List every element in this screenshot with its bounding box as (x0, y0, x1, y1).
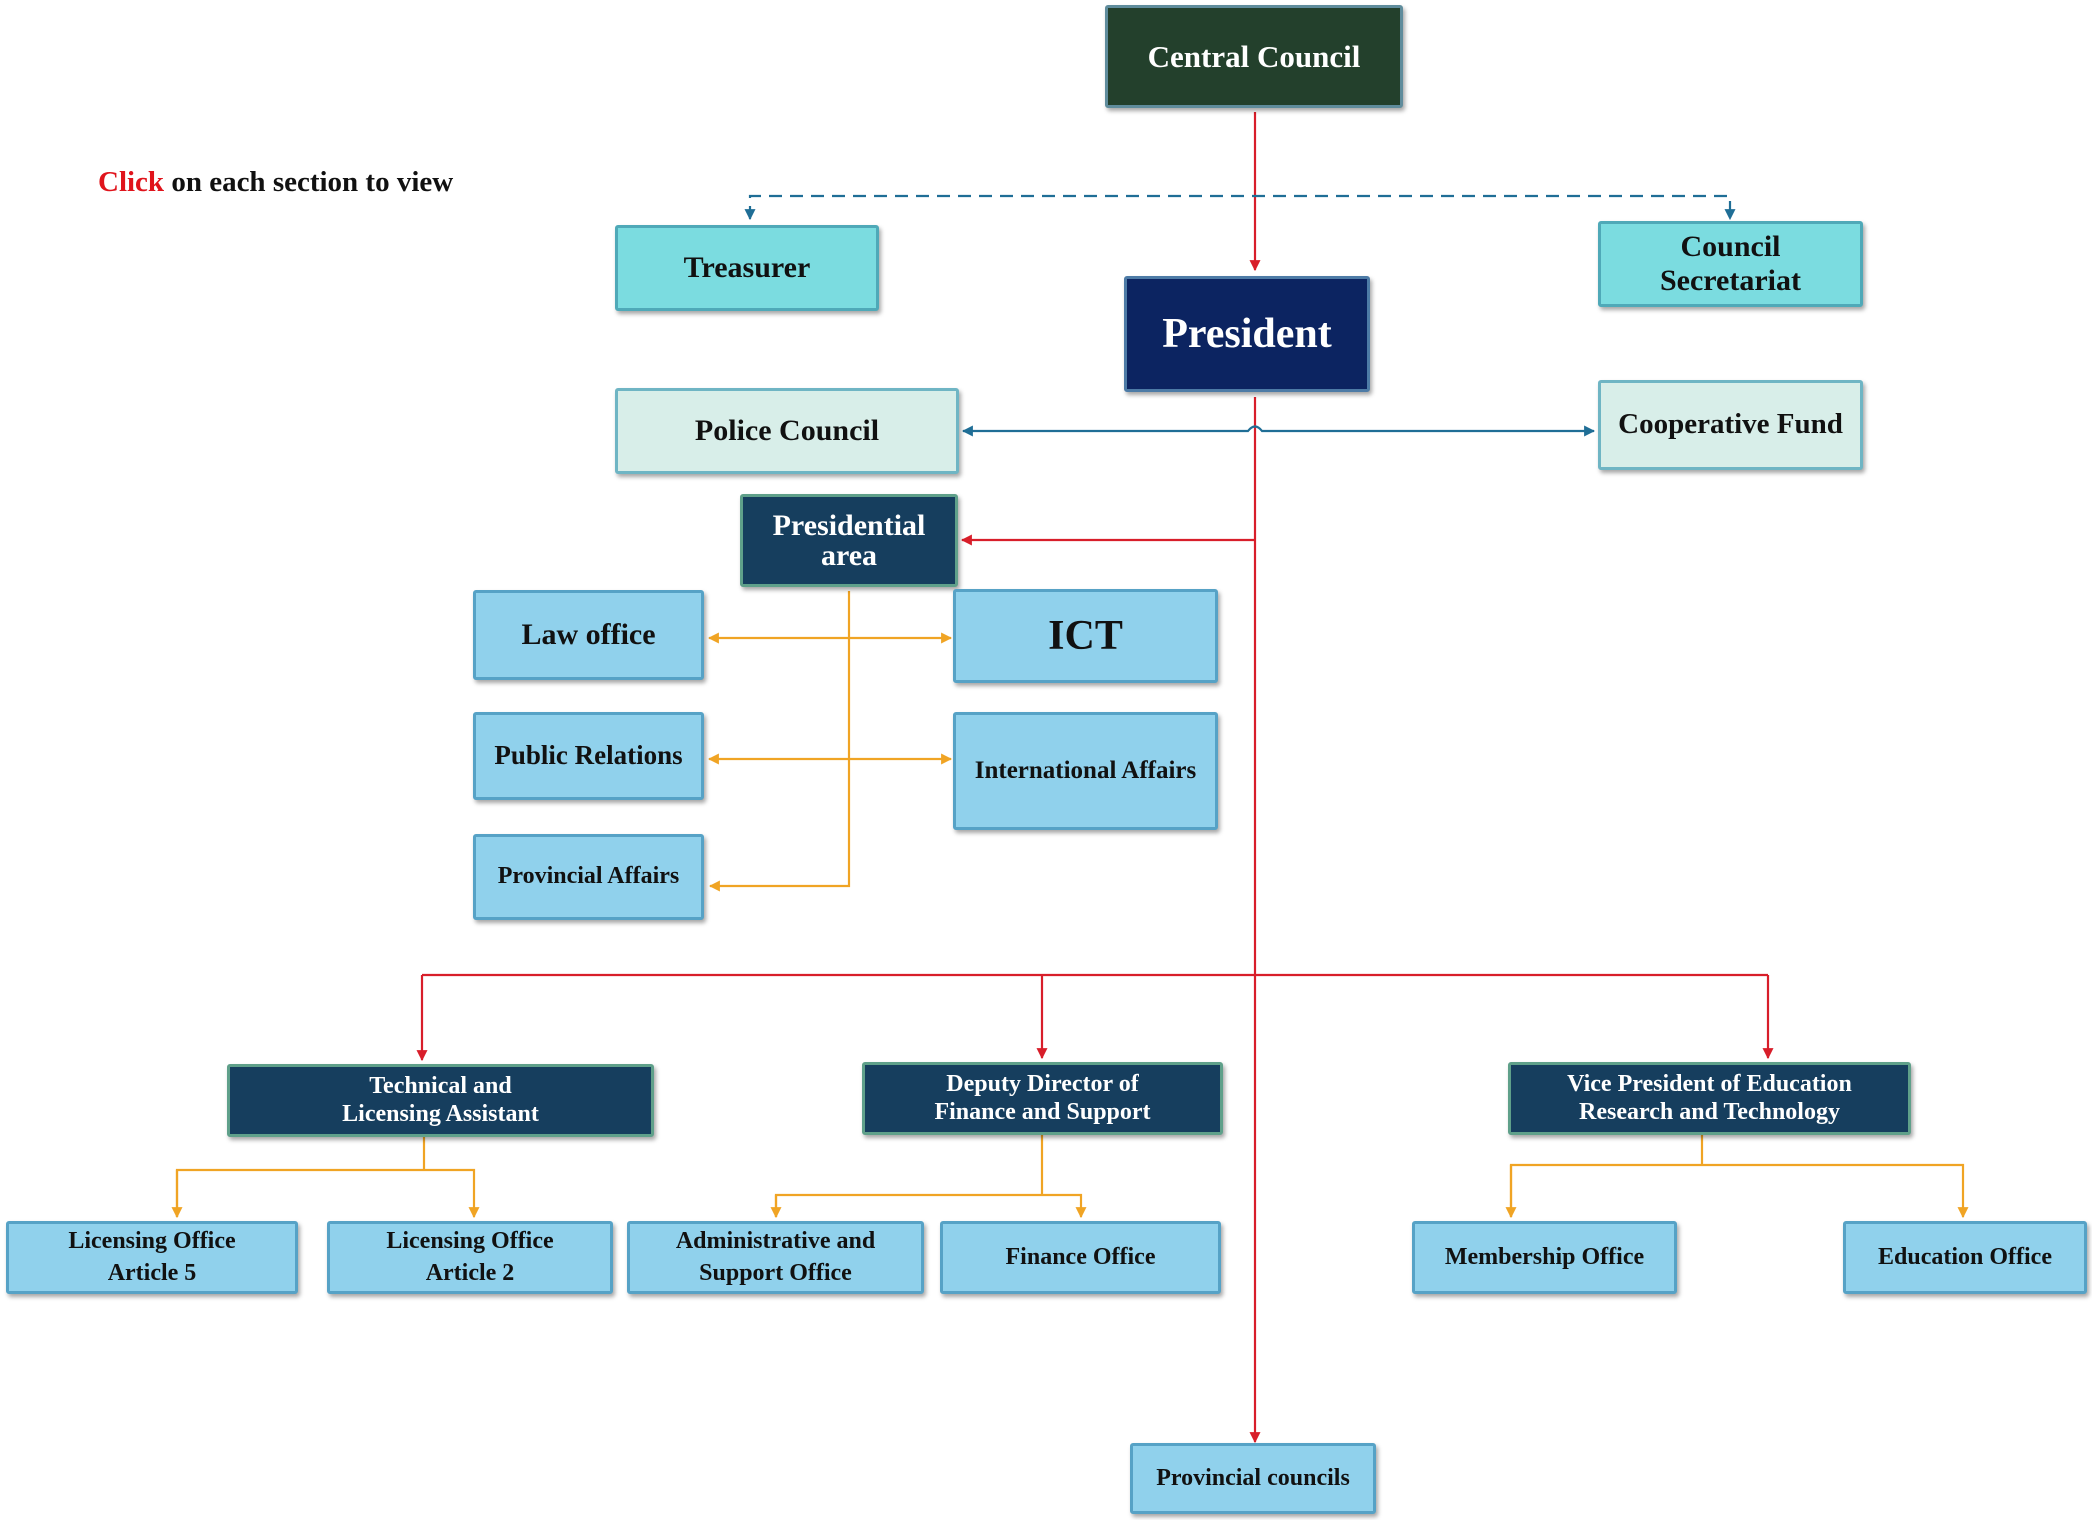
technical-licensing-assistant-box[interactable]: Technical and Licensing Assistant (227, 1064, 654, 1137)
line-vp-children (1509, 1135, 1963, 1217)
law-office-label: Law office (521, 617, 656, 651)
presidential-area-label-line1: Presidential (772, 508, 926, 542)
international-affairs-box[interactable]: International Affairs (953, 712, 1218, 830)
public-relations-box[interactable]: Public Relations (473, 712, 704, 800)
ict-label: ICT (1048, 612, 1123, 659)
licensing-office-article-5-label-line1: Licensing Office (68, 1228, 236, 1255)
instruction-rest: on each section to view (164, 166, 454, 198)
central-council-box[interactable]: Central Council (1105, 5, 1403, 108)
council-secretariat-label-line2: Secretariat (1659, 264, 1802, 297)
administrative-support-office-label-line2: Support Office (699, 1259, 852, 1286)
provincial-affairs-box[interactable]: Provincial Affairs (473, 834, 704, 920)
licensing-office-article-2-label-line1: Licensing Office (386, 1228, 554, 1255)
presidential-area-box[interactable]: Presidential area (740, 494, 958, 587)
line-police-cooperative (961, 425, 1596, 437)
cooperative-fund-box[interactable]: Cooperative Fund (1598, 380, 1863, 470)
police-council-box[interactable]: Police Council (615, 388, 959, 474)
finance-office-label: Finance Office (1005, 1243, 1156, 1270)
provincial-councils-box[interactable]: Provincial councils (1130, 1443, 1376, 1514)
membership-office-label: Membership Office (1444, 1243, 1645, 1270)
instruction-text: Click on each section to view (98, 166, 453, 199)
click-word: Click (98, 166, 165, 198)
central-council-label: Central Council (1147, 38, 1361, 74)
treasurer-box[interactable]: Treasurer (615, 225, 879, 311)
technical-licensing-assistant-label-line1: Technical and (369, 1072, 512, 1099)
line-technical-children (175, 1137, 474, 1217)
licensing-office-article-2-box[interactable]: Licensing Office Article 2 (327, 1221, 613, 1294)
president-label: President (1162, 310, 1332, 357)
ict-box[interactable]: ICT (953, 589, 1218, 683)
line-presidential-area-trunk (708, 591, 851, 892)
presidential-area-label-line2: area (820, 538, 878, 572)
international-affairs-label: International Affairs (974, 756, 1197, 784)
deputy-director-finance-box[interactable]: Deputy Director of Finance and Support (862, 1062, 1223, 1135)
technical-licensing-assistant-label-line2: Licensing Assistant (342, 1100, 539, 1127)
council-secretariat-box[interactable]: Council Secretariat (1598, 221, 1863, 307)
vice-president-education-label-line2: Research and Technology (1579, 1098, 1840, 1125)
provincial-affairs-label: Provincial Affairs (497, 863, 680, 890)
deputy-director-finance-label-line2: Finance and Support (934, 1098, 1151, 1125)
line-dashed-treasurer-secretariat (744, 194, 1736, 221)
administrative-support-office-box[interactable]: Administrative and Support Office (627, 1221, 924, 1294)
education-office-label: Education Office (1878, 1243, 2052, 1270)
provincial-councils-label: Provincial councils (1156, 1464, 1350, 1491)
cooperative-fund-label: Cooperative Fund (1618, 408, 1843, 441)
finance-office-box[interactable]: Finance Office (940, 1221, 1221, 1294)
licensing-office-article-5-label-line2: Article 5 (107, 1259, 197, 1286)
line-deputy-children (774, 1135, 1081, 1217)
licensing-office-article-2-label-line2: Article 2 (425, 1259, 515, 1286)
vice-president-education-label-line1: Vice President of Education (1567, 1070, 1852, 1097)
administrative-support-office-label-line1: Administrative and (675, 1228, 876, 1255)
council-secretariat-label-line1: Council (1680, 229, 1781, 263)
treasurer-label: Treasurer (683, 250, 811, 284)
vice-president-education-box[interactable]: Vice President of Education Research and… (1508, 1062, 1911, 1135)
education-office-box[interactable]: Education Office (1843, 1221, 2087, 1294)
deputy-director-finance-label-line1: Deputy Director of (946, 1070, 1139, 1097)
licensing-office-article-5-box[interactable]: Licensing Office Article 5 (6, 1221, 298, 1294)
police-council-label: Police Council (694, 413, 880, 447)
membership-office-box[interactable]: Membership Office (1412, 1221, 1677, 1294)
public-relations-label: Public Relations (494, 740, 683, 771)
president-box[interactable]: President (1124, 276, 1370, 392)
law-office-box[interactable]: Law office (473, 590, 704, 680)
